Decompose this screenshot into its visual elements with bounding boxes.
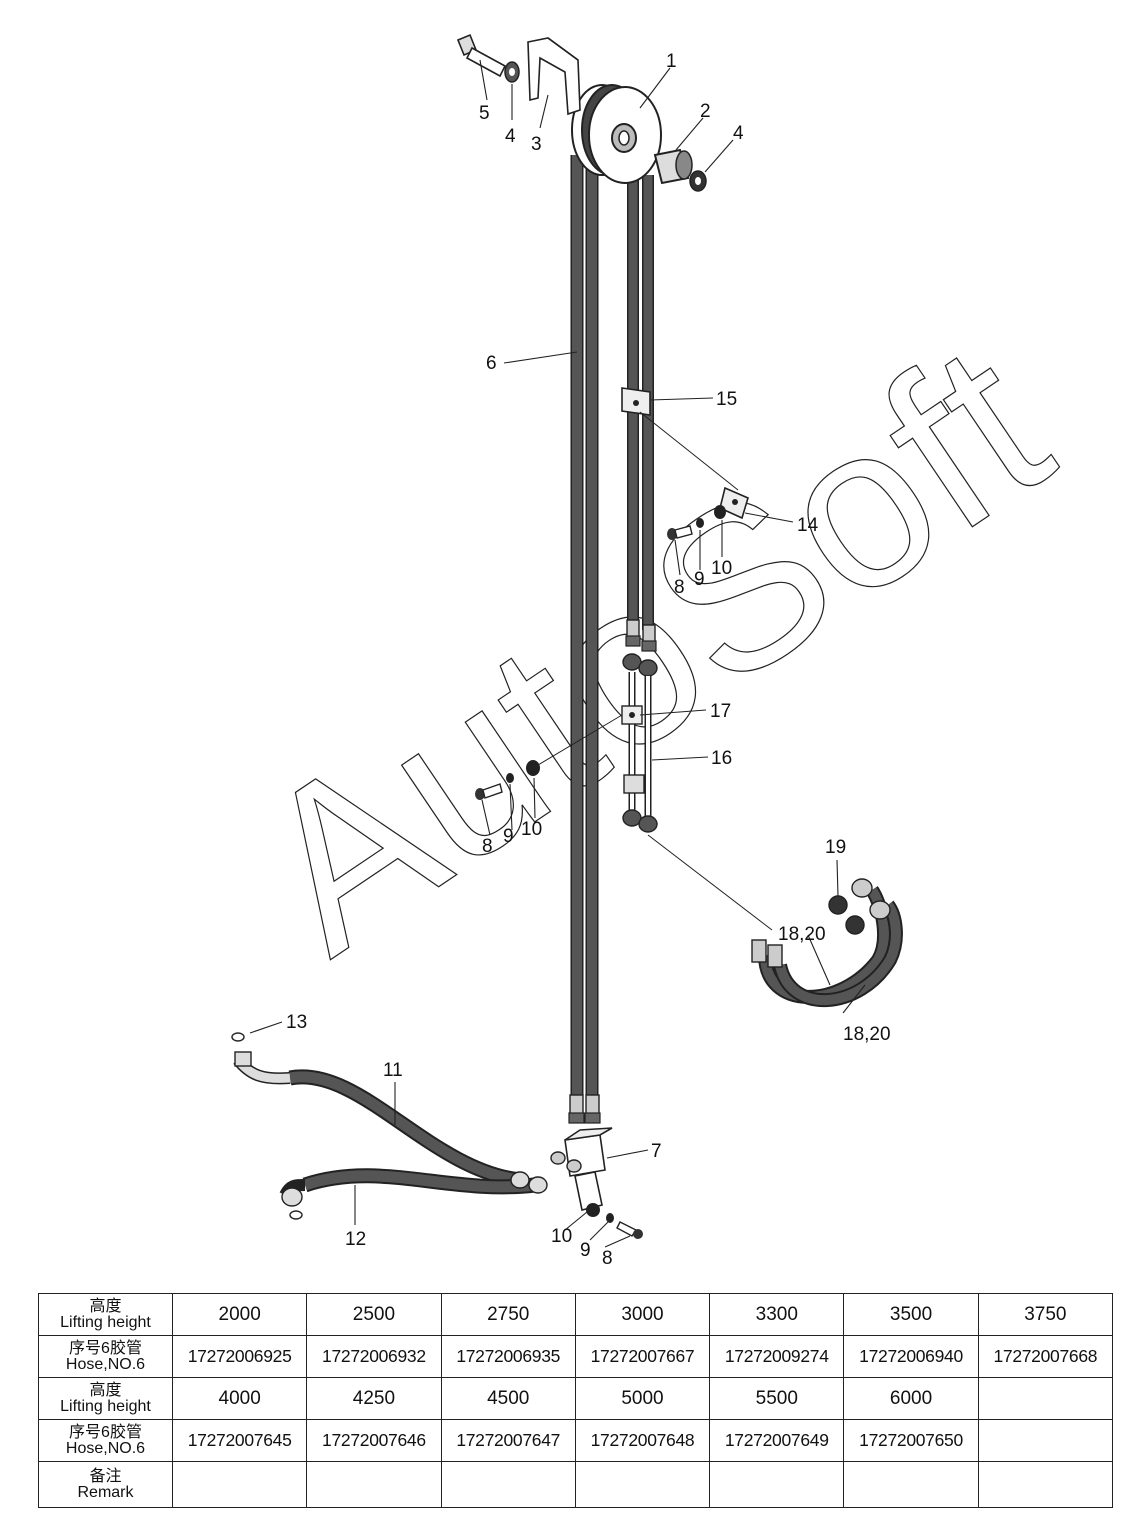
table-cell: 3750 [977, 1293, 1114, 1336]
lifting-height-header: 高度 Lifting height [38, 1293, 173, 1336]
callout-1: 1 [666, 51, 677, 72]
adapters-19 [828, 895, 865, 935]
table-cell: 17272006935 [440, 1335, 576, 1378]
table-cell: 6000 [843, 1377, 979, 1420]
table-cell [306, 1461, 442, 1508]
fittings-lower [568, 1094, 601, 1124]
table-cell: 3000 [574, 1293, 711, 1336]
hose-12 [279, 1168, 548, 1207]
callouts: 1 2 4 3 4 5 6 15 14 8 9 10 17 16 8 9 10 … [286, 51, 891, 1269]
bolt-5 [456, 33, 520, 83]
table-cell: 17272006940 [843, 1335, 979, 1378]
callout-2: 2 [700, 101, 711, 122]
table-cell [843, 1461, 979, 1508]
table-cell [977, 1461, 1114, 1508]
fittings-upper [625, 619, 657, 652]
table-cell [977, 1419, 1114, 1462]
table-cell [171, 1461, 308, 1508]
remark-header: 备注 Remark [38, 1461, 173, 1508]
callout-18-20-upper: 18,20 [778, 924, 826, 945]
callout-18-20-lower: 18,20 [843, 1024, 891, 1045]
callout-9-upper: 9 [694, 569, 705, 590]
table-cell: 17272007648 [574, 1419, 711, 1462]
table-cell [574, 1461, 711, 1508]
table-cell: 2500 [306, 1293, 442, 1336]
clamp-17 [621, 705, 645, 794]
table-row-remark: 备注 Remark [38, 1461, 1114, 1508]
callout-10-upper: 10 [711, 558, 732, 579]
table-cell: 17272009274 [709, 1335, 845, 1378]
callout-9-lower: 9 [580, 1240, 591, 1261]
table-cell: 4000 [171, 1377, 308, 1420]
callout-3: 3 [531, 134, 542, 155]
table-cell: 17272007650 [843, 1419, 979, 1462]
callout-17: 17 [710, 701, 731, 722]
leader-lines [249, 59, 866, 1248]
hose-no6-header: 序号6胶管 Hose,NO.6 [38, 1335, 173, 1378]
callout-8-upper: 8 [674, 577, 685, 598]
callout-19: 19 [825, 837, 846, 858]
callout-10-lower: 10 [551, 1226, 572, 1247]
hose-assembly-diagram: AutoSoft [213, 33, 1089, 1269]
hose-6 [570, 155, 599, 1100]
table-cell: 17272006925 [171, 1335, 308, 1378]
callout-13: 13 [286, 1012, 307, 1033]
callout-16: 16 [711, 748, 732, 769]
table-cell: 3300 [709, 1293, 845, 1336]
table-cell [977, 1377, 1114, 1420]
callout-6: 6 [486, 353, 497, 374]
table-cell: 17272007647 [440, 1419, 576, 1462]
table-cell [440, 1461, 576, 1508]
table-row-hoses-1: 序号6胶管 Hose,NO.6 17272006925 17272006932 … [38, 1335, 1114, 1378]
table-cell: 17272006932 [306, 1335, 442, 1378]
callout-14: 14 [797, 515, 819, 536]
bracket [527, 37, 581, 116]
lifting-height-header: 高度 Lifting height [38, 1377, 173, 1420]
table-cell: 17272007668 [977, 1335, 1114, 1378]
hoses-18-20 [751, 878, 903, 1007]
table-cell: 4500 [440, 1377, 576, 1420]
shaft [653, 148, 707, 192]
callout-8-middle: 8 [482, 836, 493, 857]
table-cell: 2000 [171, 1293, 308, 1336]
bolt-set-upper [667, 505, 726, 540]
callout-5: 5 [479, 103, 490, 124]
callout-15: 15 [716, 389, 737, 410]
o-rings-13 [231, 1032, 303, 1220]
callout-8-lower: 8 [602, 1248, 613, 1269]
table-cell: 5500 [709, 1377, 845, 1420]
table-cell: 4250 [306, 1377, 442, 1420]
callout-4-left: 4 [505, 126, 516, 147]
callout-11: 11 [383, 1060, 403, 1081]
clamp-15 [621, 387, 651, 416]
table-cell: 17272007645 [171, 1419, 308, 1462]
callout-9-middle: 9 [503, 826, 514, 847]
table-cell: 3500 [843, 1293, 979, 1336]
table-cell: 17272007649 [709, 1419, 845, 1462]
callout-12: 12 [345, 1229, 366, 1250]
callout-10-middle: 10 [521, 819, 542, 840]
hose-no6-header: 序号6胶管 Hose,NO.6 [38, 1419, 173, 1462]
callout-7: 7 [651, 1141, 662, 1162]
table-cell: 17272007646 [306, 1419, 442, 1462]
table-cell: 2750 [440, 1293, 576, 1336]
callout-4-right: 4 [733, 123, 744, 144]
clamp-14 [719, 486, 749, 520]
valve-block-7 [550, 1127, 613, 1211]
table-row-hoses-2: 序号6胶管 Hose,NO.6 17272007645 17272007646 … [38, 1419, 1114, 1462]
table-row-heights-2: 高度 Lifting height 4000 4250 4500 5000 55… [38, 1377, 1114, 1420]
table-row-heights-1: 高度 Lifting height 2000 2500 2750 3000 33… [38, 1293, 1114, 1336]
table-cell: 5000 [574, 1377, 711, 1420]
hose-part-number-table: 高度 Lifting height 2000 2500 2750 3000 33… [38, 1293, 1114, 1508]
hose-11 [233, 1051, 522, 1188]
table-cell [709, 1461, 845, 1508]
bolt-set-lower [586, 1203, 643, 1239]
pulley [571, 84, 662, 184]
table-cell: 17272007667 [574, 1335, 711, 1378]
